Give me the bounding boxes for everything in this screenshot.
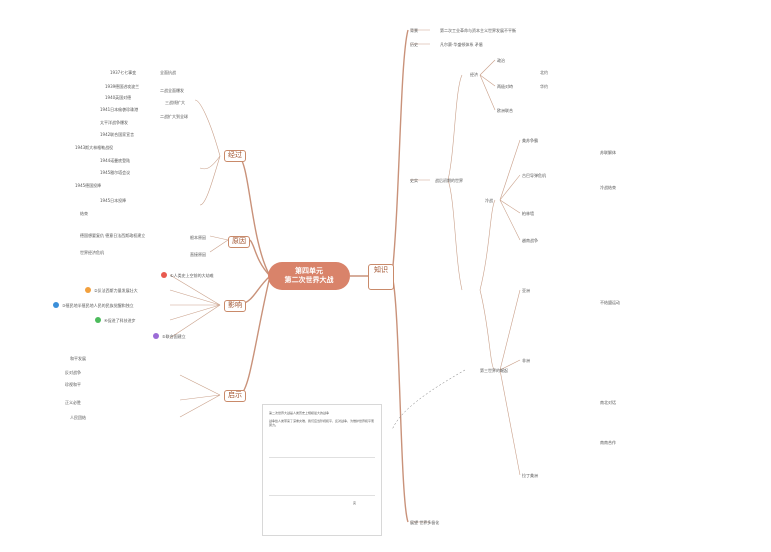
note-card: 第二次世界大战是人类历史上规模最大的战争 战争给人类带来了深重灾难，我们应当珍视…	[262, 404, 382, 536]
items-b-5: 冷战结束	[600, 185, 616, 190]
section-a: 战后初期的世界	[435, 178, 463, 183]
items-c-4: 南北对话	[600, 400, 616, 405]
note-title: 第二次世界大战是人类历史上规模最大的战争	[269, 411, 330, 415]
jingguo-item-7: 二战扩大到全球	[160, 114, 188, 119]
items-a-2: 两极对峙	[497, 84, 513, 89]
yuanyin-item-2: 世界经济危机	[80, 250, 104, 255]
impact-item-3: ④促进了科技进步	[104, 318, 136, 323]
yuanyin-item-3: 直接原因	[190, 252, 206, 257]
items-c-0: 亚洲	[522, 288, 530, 293]
jingguo-item-10: 1943斯大林格勒战役	[75, 145, 114, 150]
jingguo-item-9: 1942联合国家宣言	[100, 132, 135, 137]
items-c-2: 拉丁美洲	[522, 473, 538, 478]
right-connectors	[350, 29, 409, 523]
items-c-5: 南南合作	[600, 440, 616, 445]
impact-dot-3	[53, 302, 59, 308]
central-topic-line1: 第四单元	[295, 267, 323, 275]
branch-qishi-label: 启示	[228, 391, 242, 399]
items-b-4: 苏联解体	[600, 150, 616, 155]
qishi-item-3: 正义必胜	[65, 400, 81, 405]
impact-dot-4	[95, 317, 101, 323]
items-a-3: 欧洲联合	[497, 108, 513, 113]
jingguo-item-12: 1945雅尔塔会议	[100, 170, 131, 175]
items-a-1: 政治	[497, 58, 505, 63]
branch-yuanyin[interactable]: 原因	[228, 236, 250, 248]
impact-dot-2	[85, 287, 91, 293]
impact-item-1: ②反法西斯力量发展壮大	[94, 288, 138, 293]
items-b-3: 越南战争	[522, 238, 538, 243]
top-item-1: 历史	[410, 42, 418, 47]
note-divider-1	[269, 457, 375, 458]
jingguo-item-2: 1939德国进攻波兰	[105, 84, 140, 89]
branch-zhishi[interactable]: 知识	[368, 264, 394, 290]
central-topic[interactable]: 第四单元 第二次世界大战	[268, 262, 350, 290]
jingguo-item-0: 1937七七事变	[110, 70, 137, 75]
jingguo-item-11: 1944诺曼底登陆	[100, 158, 131, 163]
jingguo-item-6: 1941日本偷袭珍珠港	[100, 107, 139, 112]
section-b: 冷战	[485, 198, 493, 203]
items-b-0: 美苏争霸	[522, 138, 538, 143]
right-thin-connectors	[410, 29, 521, 523]
top-item-2: 史实	[410, 178, 418, 183]
branch-zhishi-label: 知识	[374, 266, 388, 274]
impact-item-2: ③殖民地半殖民地人民的民族觉醒和独立	[62, 303, 134, 308]
items-c-1: 非洲	[522, 358, 530, 363]
jingguo-item-13: 1945德国投降	[75, 183, 102, 188]
items-c-3: 不结盟运动	[600, 300, 620, 305]
items-a-4: 北约	[540, 70, 548, 75]
items-a-0: 经济	[470, 72, 478, 77]
top-text-1: 第二次工业革命与资本主义世界发展不平衡	[440, 28, 516, 33]
note-body: 战争给人类带来了深重灾难，我们应当珍视和平，反对战争，为维护世界和平而努力。	[269, 419, 375, 427]
note-footer: 完	[353, 501, 357, 505]
left-connectors	[237, 155, 271, 396]
jingguo-item-14: 1945日本投降	[100, 198, 127, 203]
branch-yingxiang[interactable]: 影响	[224, 300, 246, 312]
qishi-item-4: 人民团结	[70, 415, 86, 420]
jingguo-item-8: 太平洋战争爆发	[100, 120, 128, 125]
jingguo-item-5: 三战线扩大	[165, 100, 185, 105]
branch-yuanyin-label: 原因	[232, 237, 246, 245]
qishi-item-1: 反对战争	[65, 370, 81, 375]
note-divider-2	[269, 495, 375, 496]
items-a-5: 华约	[540, 84, 548, 89]
yuanyin-item-0: 德国想要复仇 德意日法西斯政权建立	[80, 233, 146, 238]
qishi-item-2: 珍视和平	[65, 382, 81, 387]
jingguo-item-3: 二战全面爆发	[160, 88, 184, 93]
branch-jingguo-label: 经过	[228, 151, 242, 159]
qishi-item-0: 和平发展	[70, 356, 86, 361]
items-b-2: 柏林墙	[522, 211, 534, 216]
items-b-1: 古巴导弹危机	[522, 173, 546, 178]
section-c: 第三世界的崛起	[480, 368, 508, 373]
branch-jingguo[interactable]: 经过	[224, 150, 246, 162]
impact-dot-1	[161, 272, 167, 278]
impact-item-4: ⑤联合国建立	[162, 334, 186, 339]
top-text-2: 凡尔赛-华盛顿体系 矛盾	[440, 42, 483, 47]
yuanyin-item-1: 根本原因	[190, 235, 206, 240]
jingguo-item-15: 结束	[80, 211, 88, 216]
top-item-0: 背景	[410, 28, 418, 33]
left-thin-connectors	[169, 99, 229, 418]
impact-item-0: ①人类史上空前的大劫难	[170, 273, 214, 278]
branch-yingxiang-label: 影响	[228, 301, 242, 309]
impact-dot-5	[153, 333, 159, 339]
central-topic-line2: 第二次世界大战	[284, 276, 334, 284]
branch-qishi[interactable]: 启示	[224, 390, 246, 402]
jingguo-item-1: 全面抗战	[160, 70, 176, 75]
dashed-link	[391, 369, 466, 431]
bottom-item: 展望 世界多极化	[410, 520, 440, 525]
jingguo-item-4: 1940英国对德	[105, 95, 132, 100]
